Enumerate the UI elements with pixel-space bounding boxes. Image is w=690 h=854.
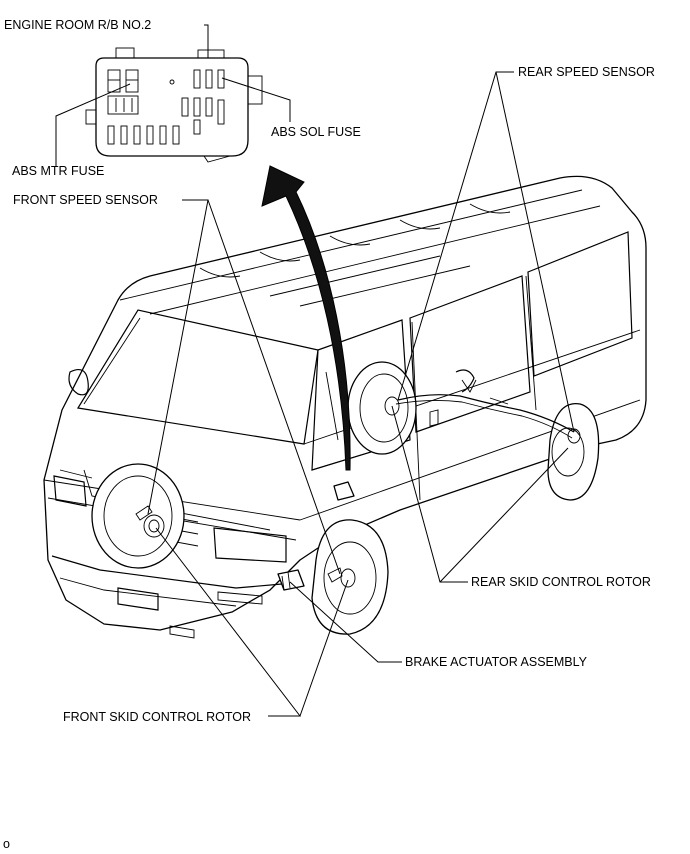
label-abs-mtr-fuse: ABS MTR FUSE bbox=[12, 164, 105, 178]
actuator-bracket bbox=[333, 481, 355, 501]
relay-block bbox=[85, 47, 263, 163]
front-right-wheel bbox=[311, 519, 389, 635]
label-rear-skid-control-rotor: REAR SKID CONTROL ROTOR bbox=[471, 575, 651, 589]
figure-id: o bbox=[3, 837, 10, 851]
leader-lines bbox=[55, 24, 575, 717]
front-left-wheel bbox=[91, 463, 185, 569]
rear-sensor-harness bbox=[395, 369, 575, 439]
label-rear-speed-sensor: REAR SPEED SENSOR bbox=[518, 65, 655, 79]
location-arrow bbox=[261, 165, 351, 471]
label-front-skid-control-rotor: FRONT SKID CONTROL ROTOR bbox=[63, 710, 251, 724]
rear-left-wheel bbox=[347, 361, 417, 455]
label-brake-actuator-assembly: BRAKE ACTUATOR ASSEMBLY bbox=[405, 655, 588, 669]
rear-right-wheel bbox=[547, 403, 600, 501]
label-abs-sol-fuse: ABS SOL FUSE bbox=[271, 125, 361, 139]
label-engine-room-rb: ENGINE ROOM R/B NO.2 bbox=[4, 18, 152, 32]
brake-actuator bbox=[277, 569, 305, 591]
label-front-speed-sensor: FRONT SPEED SENSOR bbox=[13, 193, 158, 207]
